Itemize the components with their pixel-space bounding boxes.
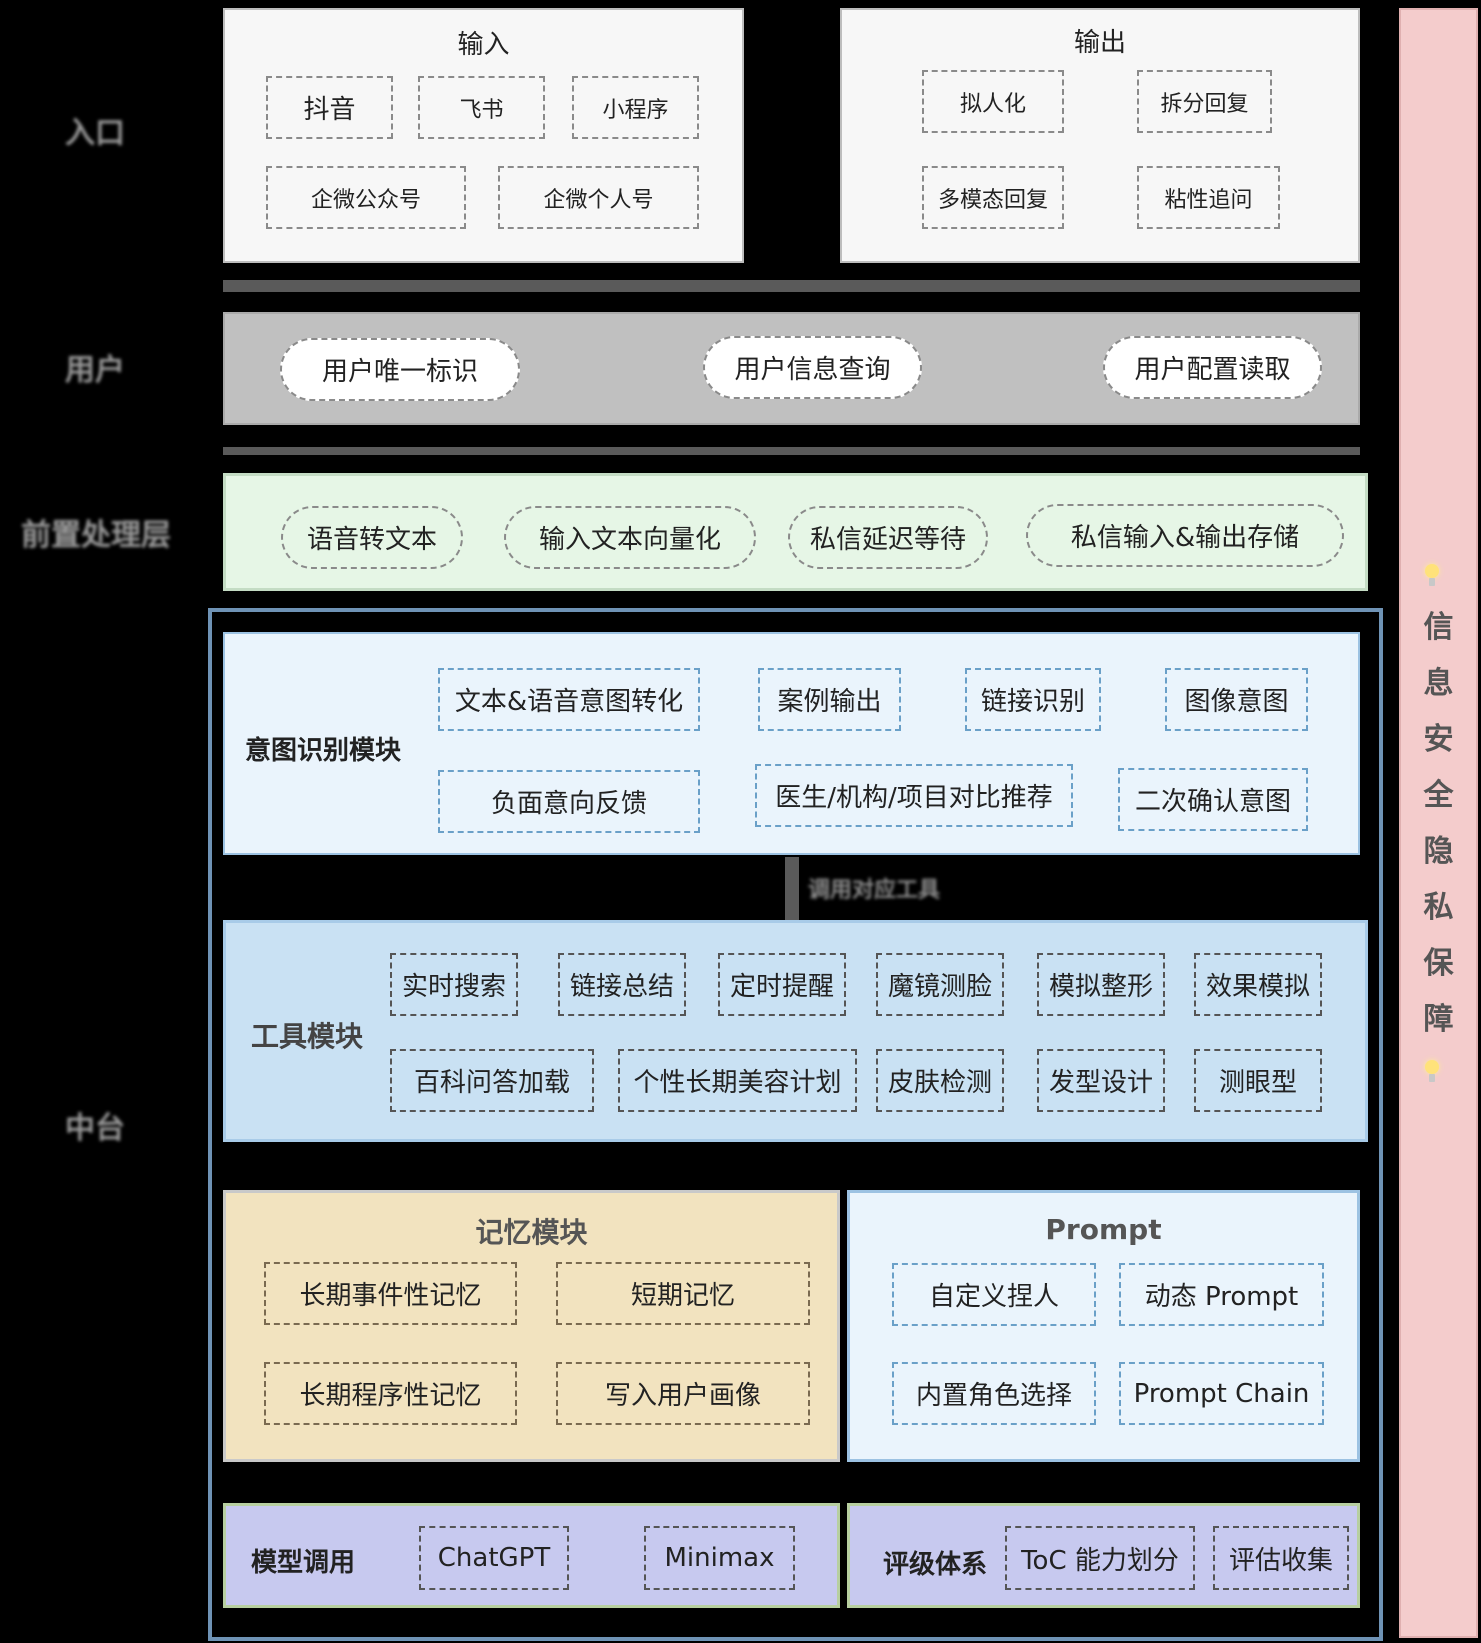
intent-item-text-voice: 文本&语音意图转化 [438,668,700,731]
rating-item-evaluation-collection: 评估收集 [1213,1526,1349,1590]
tools-module-title: 工具模块 [251,1020,364,1053]
preprocess-panel: 语音转文本 输入文本向量化 私信延迟等待 私信输入&输出存储 [223,473,1368,591]
tool-item-link-summary: 链接总结 [558,953,686,1016]
input-panel-title: 输入 [457,30,510,60]
memory-module-title: 记忆模块 [475,1216,588,1249]
tool-item-magic-mirror-face: 魔镜测脸 [876,953,1004,1016]
security-sidebar: 信 息 安 全 隐 私 保 障 [1399,8,1478,1638]
tool-item-effect-simulation: 效果模拟 [1194,953,1322,1016]
input-panel: 输入 抖音 飞书 小程序 企微公众号 企微个人号 [223,8,744,263]
intent-item-case-output: 案例输出 [758,668,901,731]
intent-module-panel: 意图识别模块 文本&语音意图转化 案例输出 链接识别 图像意图 负面意向反馈 医… [223,632,1360,855]
preprocess-item-dm-delay: 私信延迟等待 [788,506,988,569]
tool-item-eye-shape: 测眼型 [1194,1049,1322,1112]
model-item-chatgpt: ChatGPT [419,1526,569,1590]
tool-item-encyclopedia-qa: 百科问答加载 [390,1049,594,1112]
security-char: 保 [1423,946,1454,981]
model-panel-title: 模型调用 [251,1548,356,1578]
output-item-sticky-followup: 粘性追问 [1137,166,1280,229]
intent-item-link-recognition: 链接识别 [965,668,1101,731]
separator-1 [223,280,1360,292]
layer-label-core: 中台 [65,1111,125,1146]
output-item-split-reply: 拆分回复 [1137,70,1272,133]
output-item-humanize: 拟人化 [922,70,1064,133]
prompt-module-panel: Prompt 自定义捏人 动态 Prompt 内置角色选择 Prompt Cha… [847,1190,1360,1462]
security-label: 信 息 安 全 隐 私 保 障 [1401,600,1476,1048]
user-layer-panel: 用户唯一标识 用户信息查询 用户配置读取 [223,312,1360,425]
tool-item-simulated-surgery: 模拟整形 [1037,953,1165,1016]
tool-item-beauty-plan: 个性长期美容计划 [618,1049,857,1112]
security-char: 安 [1423,722,1454,757]
intent-item-image-intent: 图像意图 [1165,668,1308,731]
model-item-minimax: Minimax [644,1526,795,1590]
preprocess-item-speech-to-text: 语音转文本 [281,506,463,569]
security-char: 障 [1423,1002,1454,1037]
security-char: 息 [1423,666,1454,701]
model-panel: 模型调用 ChatGPT Minimax [223,1503,840,1608]
tools-module-panel: 工具模块 实时搜索 链接总结 定时提醒 魔镜测脸 模拟整形 效果模拟 百科问答加… [223,920,1368,1142]
memory-item-write-user-profile: 写入用户画像 [556,1362,810,1425]
lightbulb-icon [1425,564,1439,586]
user-item-info-query: 用户信息查询 [703,336,922,399]
output-panel-title: 输出 [1073,28,1126,58]
tool-item-realtime-search: 实时搜索 [390,953,518,1016]
security-char: 隐 [1423,834,1454,869]
user-item-unique-id: 用户唯一标识 [280,338,520,401]
separator-2 [223,447,1360,455]
input-item-feishu: 飞书 [418,76,545,139]
prompt-item-prompt-chain: Prompt Chain [1119,1362,1324,1425]
lightbulb-icon [1425,1060,1439,1082]
security-char: 信 [1423,610,1454,645]
preprocess-item-vectorize: 输入文本向量化 [504,506,756,569]
prompt-item-custom-character: 自定义捏人 [892,1263,1096,1326]
prompt-item-builtin-role: 内置角色选择 [892,1362,1096,1425]
layer-label-user: 用户 [65,353,125,388]
memory-module-panel: 记忆模块 长期事件性记忆 短期记忆 长期程序性记忆 写入用户画像 [223,1190,840,1462]
memory-item-short-term: 短期记忆 [556,1262,810,1325]
intent-module-title: 意图识别模块 [245,736,402,766]
intent-item-compare-recommend: 医生/机构/项目对比推荐 [755,764,1073,827]
rating-panel: 评级体系 ToC 能力划分 评估收集 [847,1503,1360,1608]
memory-item-long-term-procedural: 长期程序性记忆 [264,1362,517,1425]
rating-item-toc-capability: ToC 能力划分 [1005,1526,1195,1590]
intent-item-negative-feedback: 负面意向反馈 [438,770,700,833]
intent-item-secondary-confirm: 二次确认意图 [1118,768,1308,831]
prompt-module-title: Prompt [1045,1213,1162,1246]
tool-item-skin-detection: 皮肤检测 [876,1049,1004,1112]
layer-label-preprocess: 前置处理层 [21,518,171,553]
output-panel: 输出 拟人化 拆分回复 多模态回复 粘性追问 [840,8,1360,263]
memory-item-long-term-event: 长期事件性记忆 [264,1262,517,1325]
input-item-douyin: 抖音 [266,76,393,139]
layer-label-entry: 入口 [65,116,125,151]
intent-tools-connector [785,857,799,921]
connector-label: 调用对应工具 [808,878,941,903]
input-item-wecom-personal: 企微个人号 [498,166,699,229]
prompt-item-dynamic-prompt: 动态 Prompt [1119,1263,1324,1326]
user-item-config-read: 用户配置读取 [1103,336,1322,399]
rating-panel-title: 评级体系 [883,1550,988,1580]
core-frame [208,608,1383,1641]
output-item-multimodal-reply: 多模态回复 [922,166,1064,229]
security-char: 私 [1423,890,1454,925]
preprocess-item-dm-storage: 私信输入&输出存储 [1026,504,1344,567]
input-item-miniprogram: 小程序 [572,76,699,139]
tool-item-hairstyle-design: 发型设计 [1037,1049,1165,1112]
input-item-wecom-official: 企微公众号 [266,166,466,229]
tool-item-scheduled-reminder: 定时提醒 [718,953,846,1016]
security-char: 全 [1423,778,1454,813]
